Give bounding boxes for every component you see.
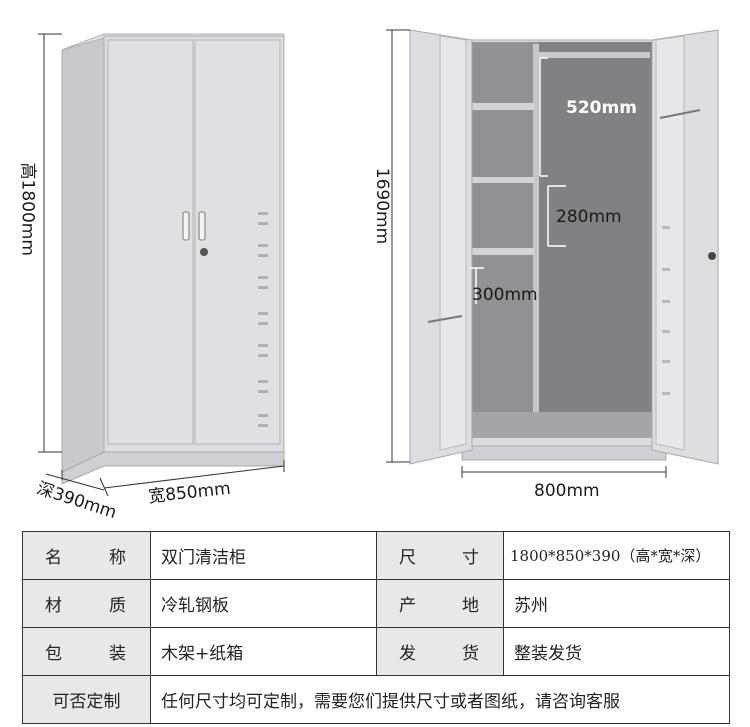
table-row: 材质 冷轧钢板 产地 苏州 xyxy=(22,579,730,628)
spec-value-custom: 任何尺寸均可定制，需要您们提供尺寸或者图纸，请咨询客服 xyxy=(150,675,730,724)
closed-cabinet-illustration xyxy=(38,29,719,497)
height-label: 高1800mm xyxy=(17,162,38,256)
shelf-width-label: 300mm xyxy=(472,285,538,305)
spec-value-packaging: 木架+纸箱 xyxy=(150,627,377,676)
inner-width-label: 800mm xyxy=(534,481,600,501)
mid-compartment-label: 280mm xyxy=(556,207,622,227)
table-row: 可否定制 任何尺寸均可定制，需要您们提供尺寸或者图纸，请咨询客服 xyxy=(22,675,730,724)
spec-label-origin: 产地 xyxy=(376,579,504,628)
spec-value-material: 冷轧钢板 xyxy=(150,579,377,628)
table-row: 名称 双门清洁柜 尺寸 1800*850*390（高*宽*深） xyxy=(22,531,730,580)
spec-value-size: 1800*850*390（高*宽*深） xyxy=(503,531,730,580)
spec-label-material: 材质 xyxy=(22,579,151,628)
spec-label-size: 尺寸 xyxy=(376,531,504,580)
table-row: 包装 木架+纸箱 发货 整装发货 xyxy=(22,627,730,676)
spec-value-name: 双门清洁柜 xyxy=(150,531,377,580)
spec-value-shipping: 整装发货 xyxy=(503,627,730,676)
spec-label-name: 名称 xyxy=(22,531,151,580)
inner-height-label: 1690mm xyxy=(372,167,392,245)
spec-label-packaging: 包装 xyxy=(22,627,151,676)
spec-label-custom: 可否定制 xyxy=(22,675,151,724)
spec-value-origin: 苏州 xyxy=(503,579,730,628)
top-compartment-label: 520mm xyxy=(566,98,637,118)
spec-label-shipping: 发货 xyxy=(376,627,504,676)
spec-table: 名称 双门清洁柜 尺寸 1800*850*390（高*宽*深） 材质 冷轧钢板 … xyxy=(22,531,730,724)
